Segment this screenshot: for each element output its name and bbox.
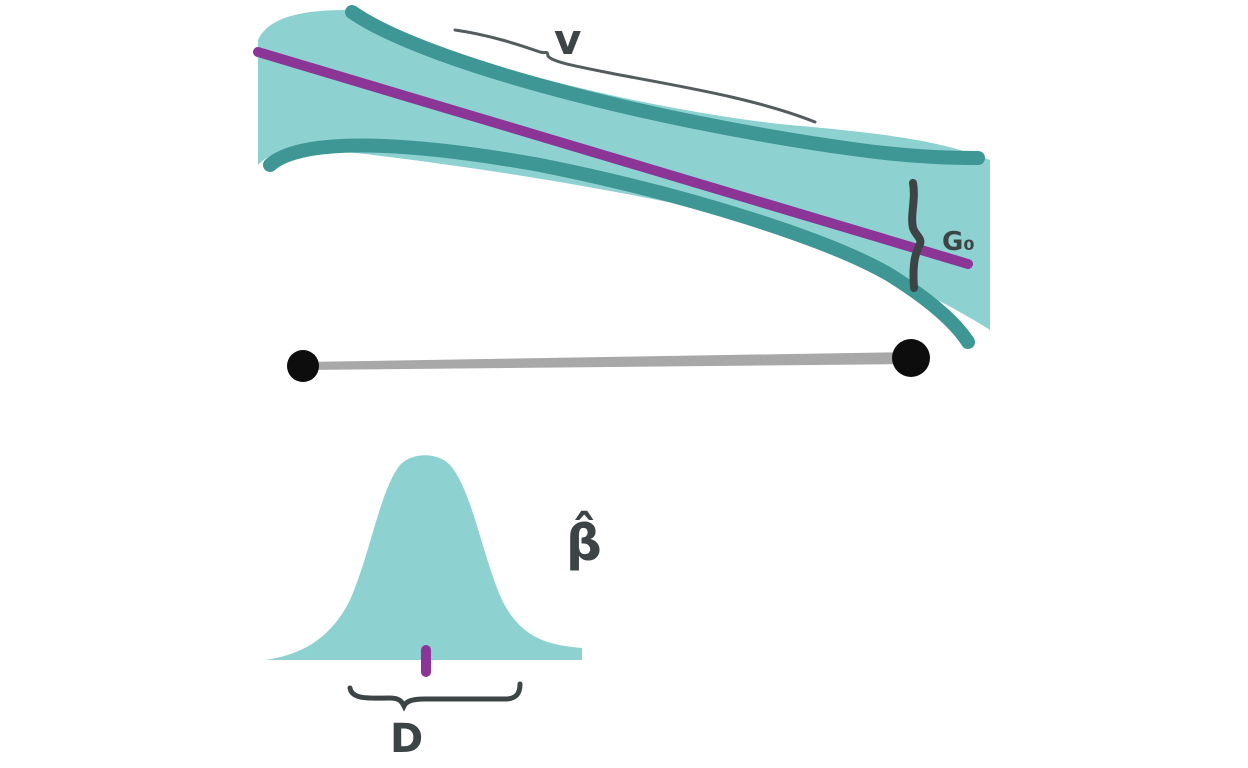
side-brace <box>908 179 925 292</box>
side-brace-label: G₀ <box>942 227 975 257</box>
top-brace-label: v <box>554 15 581 64</box>
confidence-band <box>258 10 990 330</box>
bottom-brace-label: D <box>390 716 423 762</box>
edge-segment <box>303 352 910 370</box>
regression-line <box>253 47 973 269</box>
distribution-symbol: β̂ <box>566 511 602 572</box>
right-node <box>892 339 930 377</box>
left-node <box>287 350 319 382</box>
band-upper-edge <box>345 5 985 165</box>
sampling-distribution <box>265 455 582 660</box>
band-lower-edge <box>263 138 975 349</box>
top-brace <box>453 28 817 124</box>
bottom-brace <box>347 681 523 712</box>
